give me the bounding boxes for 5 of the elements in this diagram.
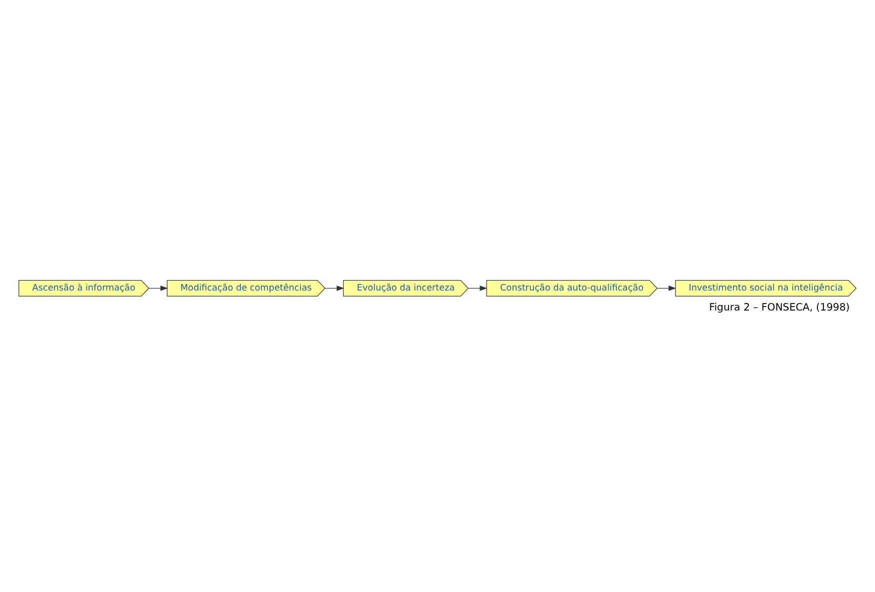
caption: Figura 2 – FONSECA, (1998) <box>709 302 850 314</box>
arrow <box>324 285 344 290</box>
arrow <box>656 285 676 290</box>
arrow <box>468 285 488 290</box>
arrow <box>148 285 168 290</box>
